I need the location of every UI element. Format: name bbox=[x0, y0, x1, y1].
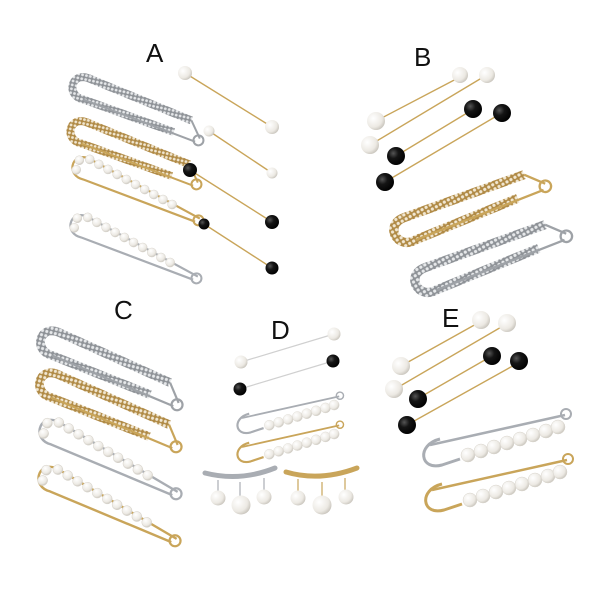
set-d-pins bbox=[202, 327, 360, 515]
set-label-e: E bbox=[442, 303, 460, 333]
set-label-c: C bbox=[114, 295, 133, 325]
set-a-pins bbox=[64, 66, 279, 286]
set-c-pins bbox=[30, 328, 192, 549]
set-label-d: D bbox=[271, 315, 290, 345]
set-label-a: A bbox=[146, 38, 164, 68]
set-e-pins bbox=[385, 311, 575, 513]
set-label-b: B bbox=[414, 42, 432, 72]
set-b-pins bbox=[361, 67, 574, 319]
